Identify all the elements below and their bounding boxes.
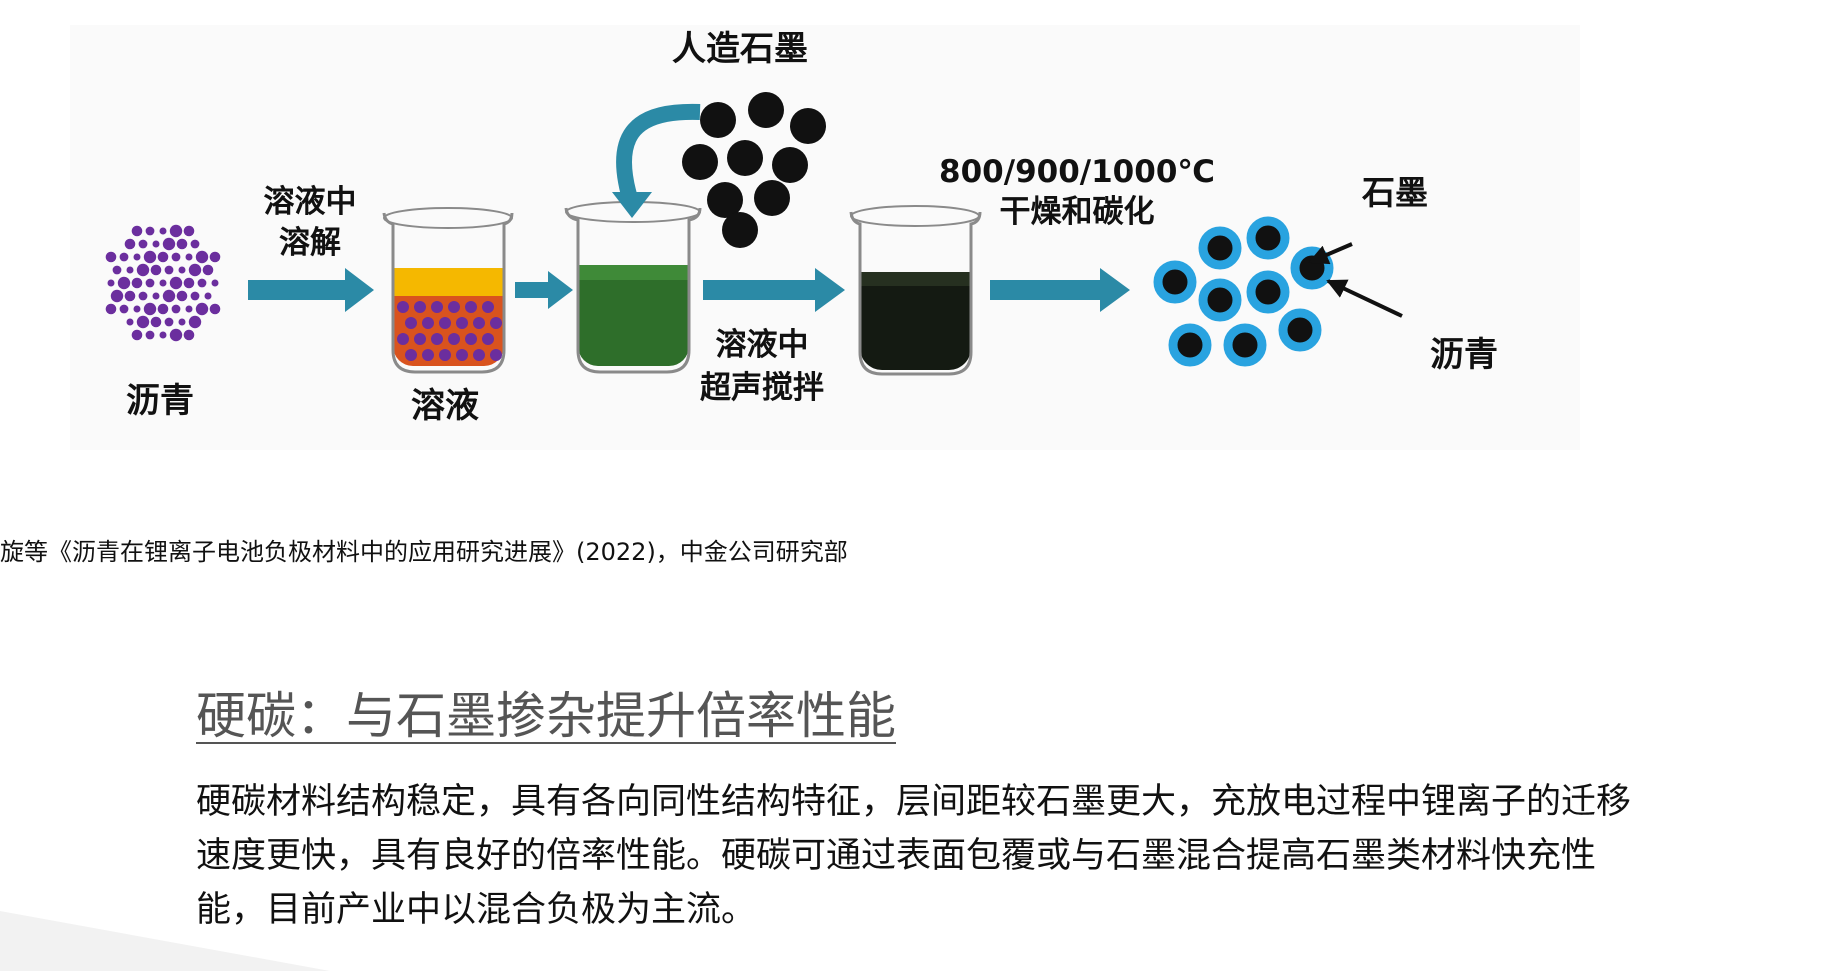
label-pitch: 沥青 <box>126 381 194 421</box>
label-graphite: 石墨 <box>1361 173 1428 212</box>
curved-arrow-icon <box>616 103 701 208</box>
body-line: 速度更快，具有良好的倍率性能。硬碳可通过表面包覆或与石墨混合提高石墨类材料快充性 <box>196 836 1597 876</box>
label-artificial-graphite: 人造石墨 <box>672 29 808 69</box>
figure-source: 旋等《沥青在锂离子电池负极材料中的应用研究进展》(2022)，中金公司研究部 <box>0 538 848 566</box>
label-dry-carbonize: 干燥和碳化 <box>1000 194 1155 230</box>
label-dissolve-1: 溶液中 <box>264 184 357 220</box>
label-temperature: 800/900/1000℃ <box>939 154 1215 190</box>
body-line: 能，目前产业中以混合负极为主流。 <box>196 890 757 930</box>
corner-decoration <box>0 911 330 971</box>
process-diagram: 沥青 溶液中 溶解 溶液 人造石墨 溶液中 超声搅拌 800/900/1000℃… <box>70 25 1580 450</box>
coated-graphite-particles-icon <box>1153 216 1334 367</box>
arrow-mix <box>515 271 573 309</box>
label-pitch-coating: 沥青 <box>1430 335 1498 375</box>
beaker-green-icon <box>564 201 702 374</box>
body-paragraph: 硬碳材料结构稳定，具有各向同性结构特征，层间距较石墨更大，充放电过程中锂离子的迁… <box>196 775 1816 937</box>
label-dissolve-2: 溶解 <box>279 225 341 261</box>
label-solution: 溶液 <box>411 386 479 426</box>
arrow-ultrasonic <box>703 268 845 312</box>
section-title: 硬碳：与石墨掺杂提升倍率性能 <box>196 687 896 745</box>
label-ultrasonic-2: 超声搅拌 <box>700 370 824 406</box>
pitch-particles-icon <box>105 224 221 342</box>
graphite-particles-icon <box>682 92 826 248</box>
body-line: 硬碳材料结构稳定，具有各向同性结构特征，层间距较石墨更大，充放电过程中锂离子的迁… <box>196 782 1632 822</box>
label-ultrasonic-1: 溶液中 <box>716 327 809 363</box>
beaker-dark-icon <box>849 205 982 376</box>
arrow-dissolve <box>248 268 374 312</box>
beaker-solution-icon <box>382 207 514 374</box>
arrow-carbonize <box>990 268 1130 312</box>
